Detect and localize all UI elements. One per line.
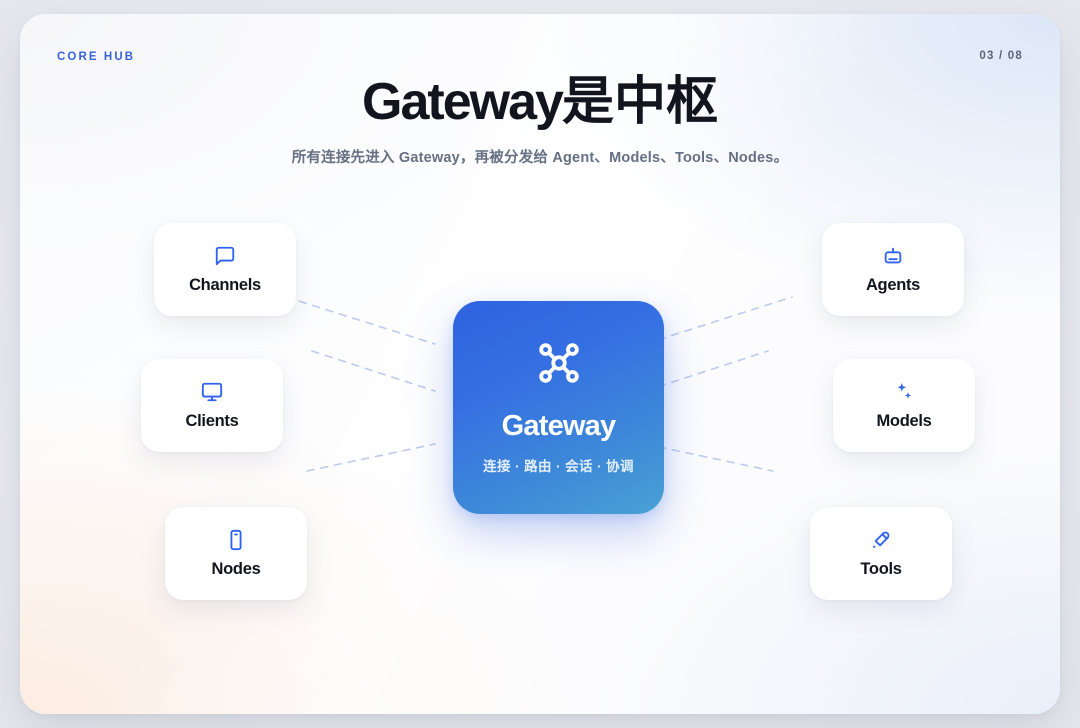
card-label-tools: Tools <box>860 559 902 578</box>
slide-frame: CORE HUB 03 / 08 Gateway是中枢 所有连接先进入 Gate… <box>20 14 1060 714</box>
card-label-nodes: Nodes <box>211 559 261 578</box>
card-nodes[interactable]: Nodes <box>165 507 307 600</box>
message-square-icon <box>214 245 236 267</box>
card-clients[interactable]: Clients <box>141 359 283 452</box>
wrench-icon <box>870 529 892 551</box>
card-agents[interactable]: Agents <box>822 223 964 316</box>
card-models[interactable]: Models <box>833 359 975 452</box>
card-channels[interactable]: Channels <box>154 223 296 316</box>
gateway-hub-card[interactable]: Gateway 连接 · 路由 · 会话 · 协调 <box>453 301 664 514</box>
smartphone-icon <box>225 529 247 551</box>
sparkles-icon <box>893 381 915 403</box>
card-tools[interactable]: Tools <box>810 507 952 600</box>
page-title: Gateway是中枢 <box>20 72 1060 133</box>
monitor-icon <box>201 381 223 403</box>
card-label-models: Models <box>876 411 932 430</box>
bot-icon <box>882 245 904 267</box>
page-title-en: Gateway <box>362 73 564 131</box>
eyebrow-label: CORE HUB <box>57 51 136 63</box>
card-label-channels: Channels <box>189 275 261 294</box>
network-hub-icon <box>536 340 582 386</box>
page-title-cn: 是中枢 <box>561 73 718 131</box>
page-subtitle: 所有连接先进入 Gateway，再被分发给 Agent、Models、Tools… <box>291 150 789 167</box>
card-label-clients: Clients <box>185 411 239 430</box>
hub-subtitle: 连接 · 路由 · 会话 · 协调 <box>483 459 634 474</box>
hub-title: Gateway <box>501 410 616 442</box>
card-label-agents: Agents <box>865 275 921 294</box>
page-indicator: 03 / 08 <box>979 50 1023 62</box>
title-block: Gateway是中枢 所有连接先进入 Gateway，再被分发给 Agent、M… <box>20 72 1060 167</box>
